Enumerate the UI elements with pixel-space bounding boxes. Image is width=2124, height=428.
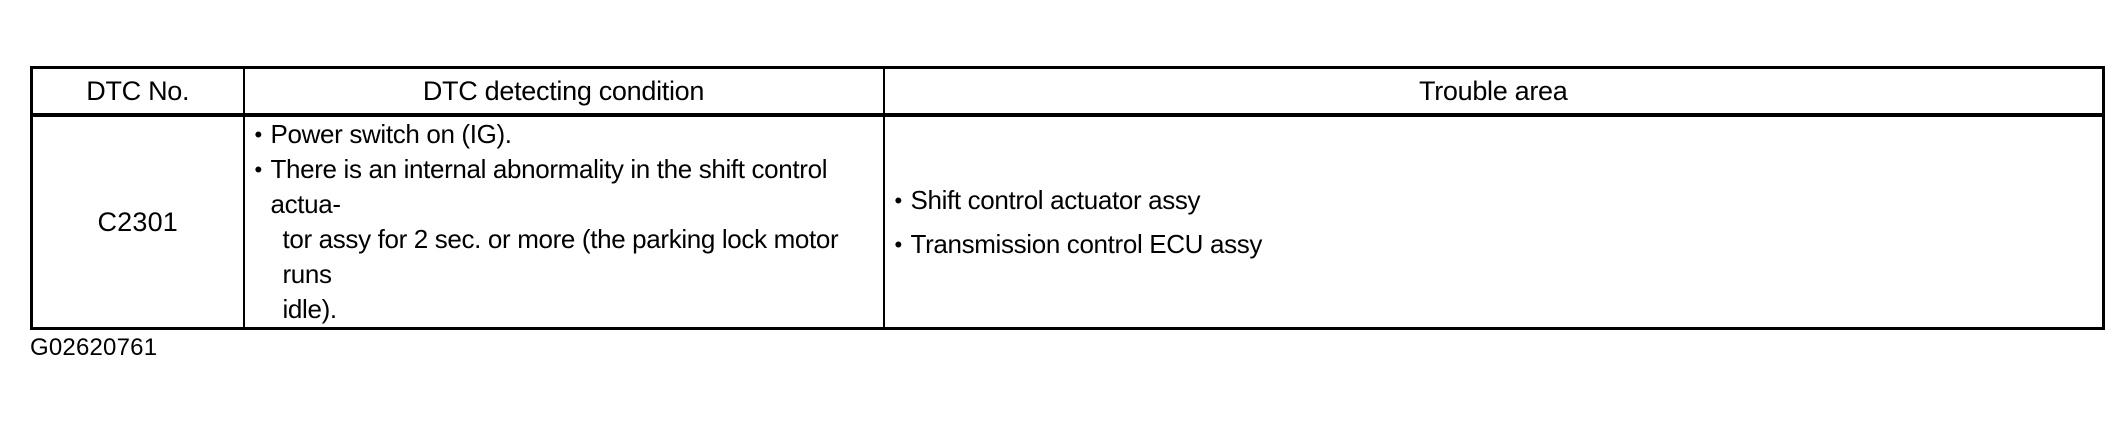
column-header-dtc-no: DTC No. [30,66,245,117]
column-header-detecting-condition: DTC detecting condition [242,66,885,117]
list-item: • Transmission control ECU assy [885,227,2103,262]
cell-dtc-code: C2301 [30,114,245,330]
column-header-detecting-condition-label: DTC detecting condition [422,76,705,106]
cell-trouble-area: • Shift control actuator assy • Transmis… [882,114,2105,330]
bullet-icon: • [894,231,903,257]
table-body: C2301 • Power switch on (IG). • There is… [30,114,2105,330]
bullet-icon: • [254,157,263,182]
table-header-row: DTC No. DTC detecting condition Trouble … [30,66,2105,117]
list-item: • Shift control actuator assy [885,183,2103,218]
figure-reference-caption: G02620761 [30,334,158,361]
bullet-icon: • [894,187,903,213]
table-header: DTC No. DTC detecting condition Trouble … [30,66,2105,117]
cell-detecting-condition: • Power switch on (IG). • There is an in… [242,114,885,330]
condition-line: Power switch on (IG). [270,119,513,149]
trouble-area-item: Transmission control ECU assy [910,228,1263,259]
condition-bullet-list: • Power switch on (IG). • There is an in… [245,117,883,327]
column-header-trouble-area: Trouble area [882,66,2105,117]
dtc-table: DTC No. DTC detecting condition Trouble … [30,66,2105,330]
dtc-code-value: C2301 [97,207,179,237]
table-row: C2301 • Power switch on (IG). • There is… [30,114,2105,330]
column-header-dtc-no-label: DTC No. [86,76,190,106]
bullet-icon: • [254,122,263,147]
list-item: • Power switch on (IG). [245,117,883,152]
condition-line-continued: idle). [282,294,338,324]
trouble-area-item: Shift control actuator assy [910,184,1201,215]
condition-line: There is an internal abnormality in the … [270,154,828,219]
condition-line-continued: tor assy for 2 sec. or more (the parking… [282,224,839,289]
list-item: • There is an internal abnormality in th… [245,152,883,327]
trouble-area-bullet-list: • Shift control actuator assy • Transmis… [885,183,2103,262]
column-header-trouble-area-label: Trouble area [1419,76,1568,106]
